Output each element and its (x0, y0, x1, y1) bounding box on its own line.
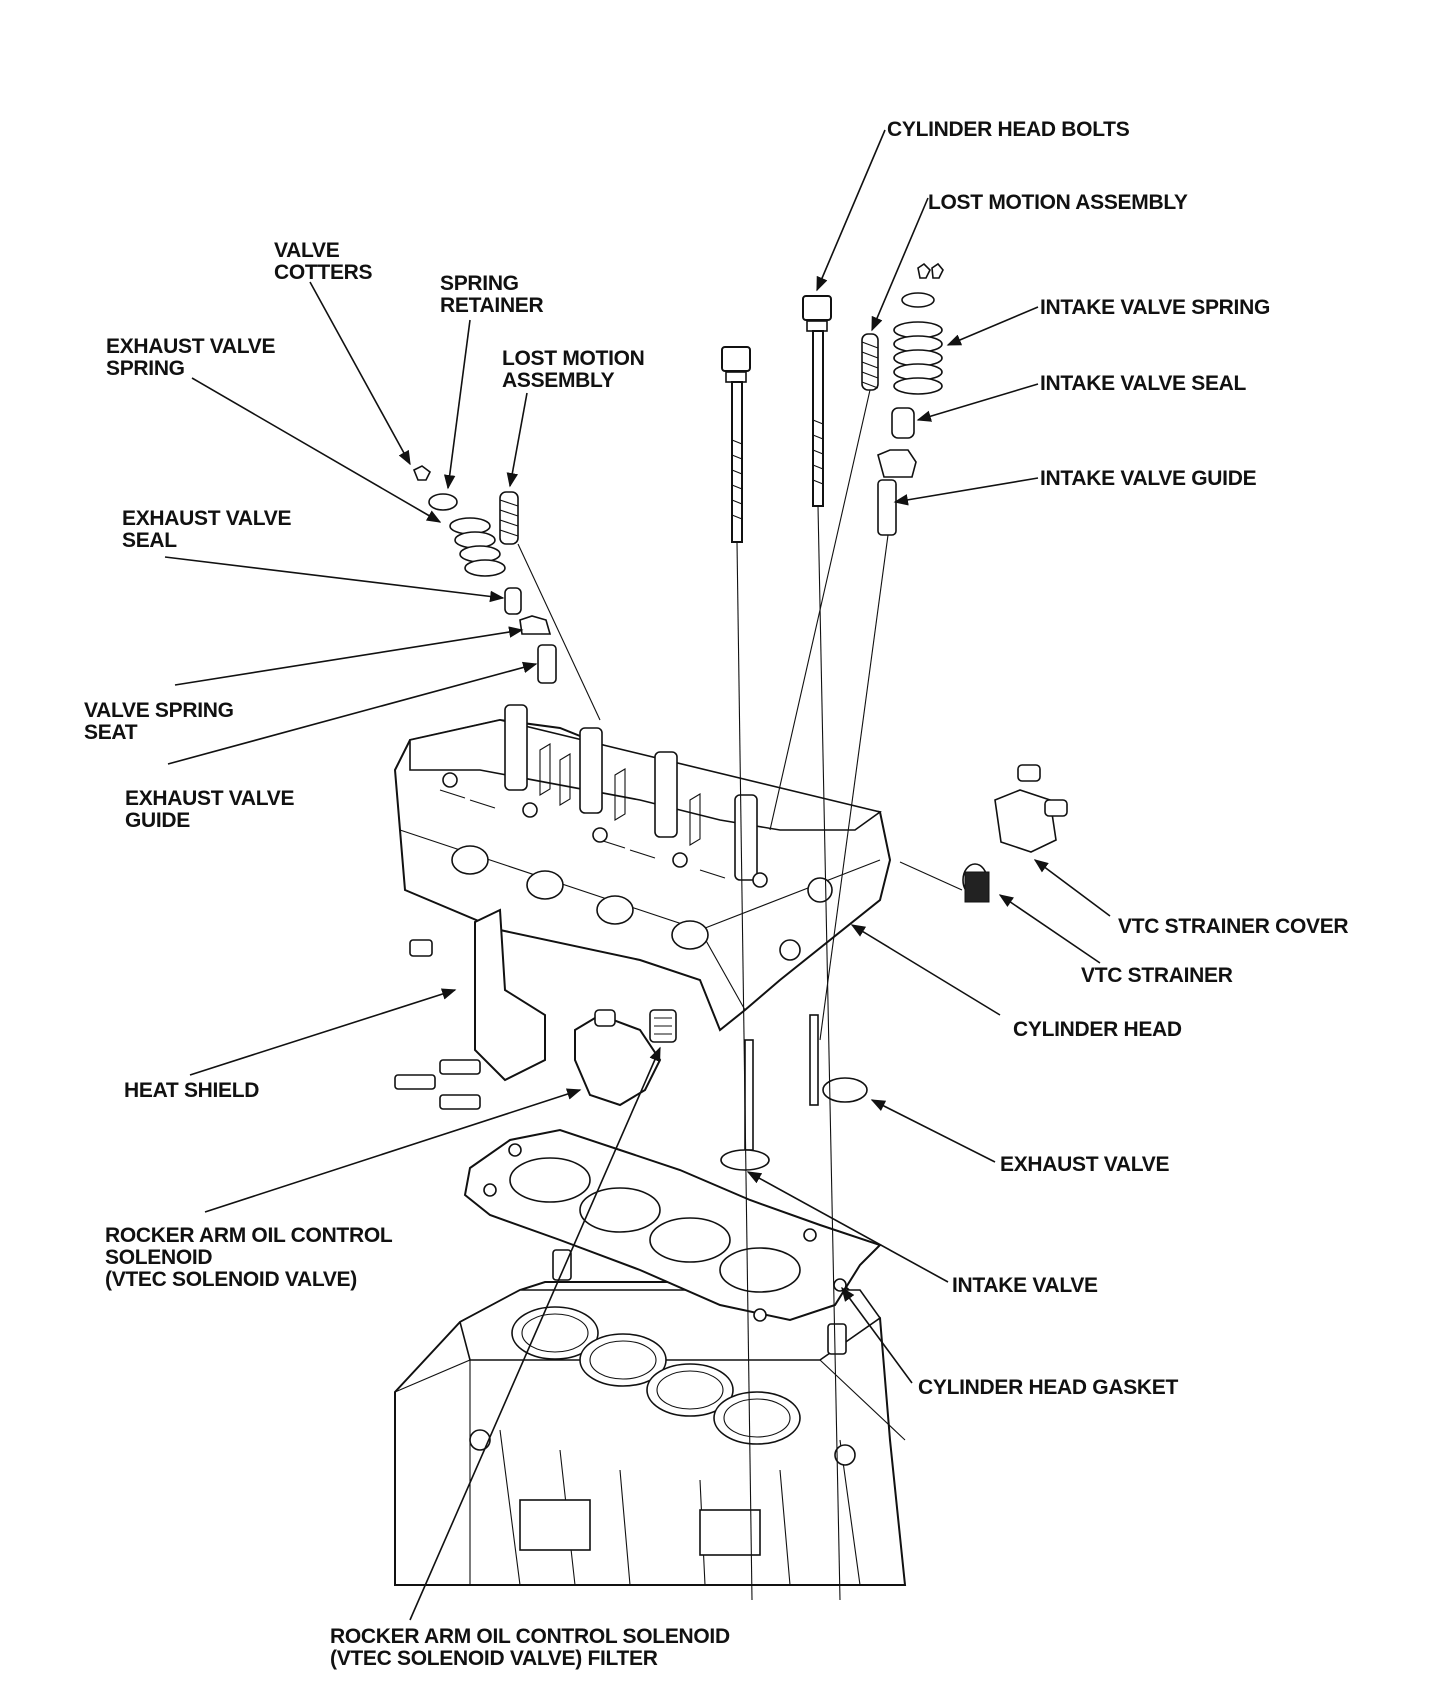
label-heat-shield: HEAT SHIELD (124, 1080, 259, 1102)
label-lost-motion-assembly-right: LOST MOTION ASSEMBLY (928, 192, 1188, 214)
label-line: ROCKER ARM OIL CONTROL (105, 1224, 393, 1247)
label-line: INTAKE VALVE SPRING (1040, 296, 1270, 319)
label-line: CYLINDER HEAD GASKET (918, 1376, 1179, 1399)
label-line: CYLINDER HEAD (1013, 1018, 1182, 1041)
label-line: VTC STRAINER (1081, 964, 1233, 987)
label-intake-valve-guide: INTAKE VALVE GUIDE (1040, 467, 1257, 490)
label-line: SOLENOID (105, 1246, 213, 1269)
label-line: SPRING (440, 272, 519, 295)
label-line: VALVE SPRING (84, 699, 234, 722)
label-cylinder-head-bolts: CYLINDER HEAD BOLTS (887, 118, 1130, 141)
label-vtc-strainer: VTC STRAINER (1081, 965, 1233, 987)
dowel-pin (552, 1249, 572, 1281)
label-cylinder-head-gasket: CYLINDER HEAD GASKET (918, 1377, 1178, 1399)
label-line: EXHAUST VALVE (106, 335, 276, 358)
label-line: ROCKER ARM OIL CONTROL SOLENOID (330, 1625, 730, 1648)
label-line: CYLINDER HEAD BOLTS (887, 118, 1130, 141)
label-line: SPRING (106, 357, 185, 380)
intake-valve-parts (861, 262, 944, 536)
dowel-pin (827, 1323, 847, 1355)
cylinder-head-bolts (721, 295, 832, 543)
label-vtc-strainer-cover: VTC STRAINER COVER (1118, 915, 1349, 938)
label-line: COTTERS (274, 261, 373, 284)
label-line: INTAKE VALVE (952, 1274, 1098, 1297)
label-intake-valve: INTAKE VALVE (952, 1275, 1098, 1297)
exhaust-valve-parts (412, 465, 557, 684)
label-line: (VTEC SOLENOID VALVE) FILTER (330, 1647, 658, 1670)
vtc-strainer-parts (962, 764, 1068, 903)
label-line: ASSEMBLY (502, 369, 615, 392)
label-line: GUIDE (125, 809, 191, 832)
label-line: RETAINER (440, 294, 544, 317)
label-line: EXHAUST VALVE (125, 787, 295, 810)
label-line: VTC STRAINER COVER (1118, 915, 1349, 938)
label-line: EXHAUST VALVE (122, 507, 292, 530)
alignment-lines (517, 389, 963, 1601)
label-intake-valve-spring: INTAKE VALVE SPRING (1040, 297, 1270, 319)
cylinder-head (393, 704, 892, 1032)
heat-shield-and-solenoid (394, 908, 677, 1110)
label-rocker-arm-solenoid-filter: ROCKER ARM OIL CONTROL SOLENOID(VTEC SOL… (330, 1626, 730, 1670)
leader-lines (164, 129, 1111, 1621)
label-line: INTAKE VALVE SEAL (1040, 372, 1247, 395)
label-line: EXHAUST VALVE (1000, 1153, 1170, 1176)
label-line: (VTEC SOLENOID VALVE) (105, 1268, 357, 1291)
valves (720, 1014, 868, 1171)
label-line: SEAL (122, 529, 177, 552)
engine-block (394, 1281, 907, 1586)
label-line: INTAKE VALVE GUIDE (1040, 467, 1257, 490)
cylinder-head-gasket (463, 1128, 882, 1322)
label-line: LOST MOTION (502, 347, 645, 370)
label-line: SEAT (84, 721, 138, 744)
label-exhaust-valve: EXHAUST VALVE (1000, 1154, 1169, 1176)
label-line: HEAT SHIELD (124, 1079, 260, 1102)
label-intake-valve-seal: INTAKE VALVE SEAL (1040, 373, 1246, 395)
label-line: VALVE (274, 239, 340, 262)
label-line: LOST MOTION ASSEMBLY (928, 191, 1188, 214)
label-cylinder-head: CYLINDER HEAD (1013, 1019, 1182, 1041)
